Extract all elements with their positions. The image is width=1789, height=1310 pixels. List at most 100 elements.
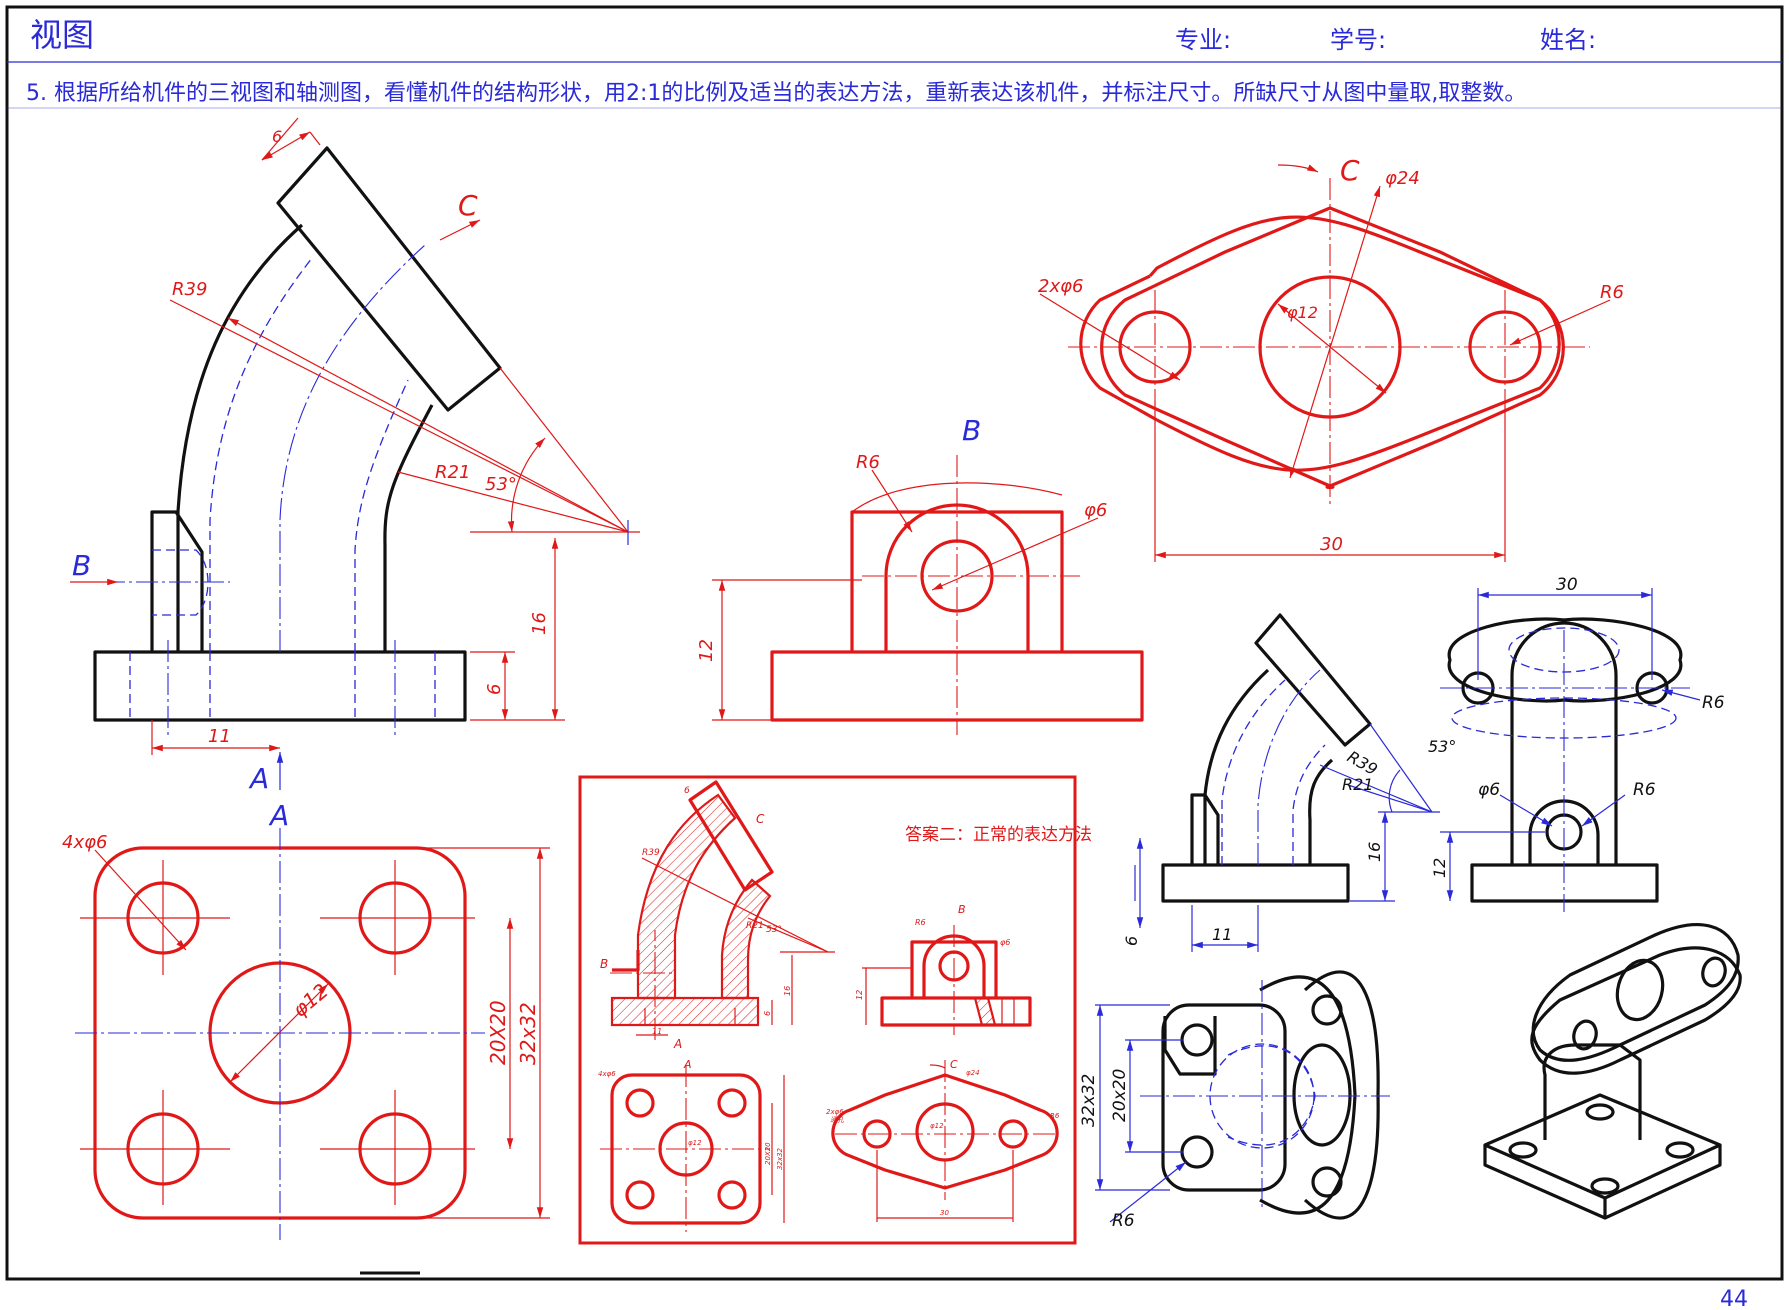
svg-text:B: B xyxy=(958,903,966,916)
svg-text:φ12: φ12 xyxy=(930,1122,944,1130)
svg-text:30: 30 xyxy=(1556,575,1578,595)
major-label: 专业: xyxy=(1175,26,1231,54)
answer-box: 答案二：正常的表达方法 6 C R39 R21 53° B A 11 xyxy=(578,775,1092,1245)
svg-text:6: 6 xyxy=(1122,936,1141,946)
svg-text:φ24: φ24 xyxy=(966,1069,980,1077)
svg-text:6: 6 xyxy=(763,1011,772,1016)
side-boss xyxy=(150,510,204,652)
reference-front-view: 6 11 16 R39 R21 53° xyxy=(1122,613,1456,952)
hidden-side-hole xyxy=(152,549,209,616)
dim-center-dia-label: φ12 xyxy=(1287,303,1318,322)
iso-center-hole xyxy=(1615,958,1665,1022)
svg-text:32x32: 32x32 xyxy=(776,1147,784,1170)
dim-r39-line xyxy=(169,299,629,533)
view-a-label: A xyxy=(248,762,269,795)
pipe-outer-wall xyxy=(176,223,304,652)
iso-flange-top xyxy=(1531,923,1740,1062)
dim-top-thickness xyxy=(261,131,311,161)
svg-text:C: C xyxy=(756,812,765,826)
isometric-view xyxy=(1483,923,1742,1220)
answer-side-view: B R6 φ6 12 xyxy=(855,903,1032,1035)
reference-top-view: 32x32 20x20 R6 xyxy=(1079,970,1390,1231)
base-plate xyxy=(93,650,467,722)
view-c-label: C xyxy=(458,189,478,222)
dim-r6 xyxy=(871,469,913,533)
dim-hole-dia xyxy=(931,517,1099,591)
page-number: 44 xyxy=(1720,1287,1748,1310)
dim-outer-dia-label: φ24 xyxy=(1385,168,1420,189)
svg-text:53°: 53° xyxy=(1428,737,1456,756)
dim-flange-radius-label: R6 xyxy=(1600,282,1624,303)
svg-text:R39: R39 xyxy=(642,848,660,858)
dim-inner-size-label: 20X20 xyxy=(486,1000,510,1065)
svg-text:32x32: 32x32 xyxy=(1079,1074,1099,1127)
top-flange xyxy=(276,146,502,412)
dim-hole-span-label: 30 xyxy=(1320,534,1343,555)
dim-4-holes-label: 4xφ6 xyxy=(62,832,107,853)
dim-outer-size-label: 32x32 xyxy=(516,1002,540,1065)
sheet-frame xyxy=(5,5,1784,1281)
svg-text:R6: R6 xyxy=(915,918,926,927)
svg-text:12: 12 xyxy=(1430,858,1449,878)
answer-frame xyxy=(578,775,1077,1245)
answer-base-view: A 4xφ6 φ12 20X20 32x32 xyxy=(598,1058,785,1232)
dim-r39-label: R39 xyxy=(172,279,207,300)
svg-text:30: 30 xyxy=(940,1209,949,1217)
iso-pipe xyxy=(1542,1043,1642,1140)
svg-text:通孔: 通孔 xyxy=(830,1116,845,1124)
svg-text:R6: R6 xyxy=(1112,1211,1135,1231)
svg-text:A: A xyxy=(673,1037,682,1051)
pipe-centerline xyxy=(279,244,426,652)
side-view-b-title: B xyxy=(962,414,981,447)
svg-text:20X20: 20X20 xyxy=(764,1142,772,1165)
svg-text:B: B xyxy=(600,957,608,971)
dim-angle-label: 53° xyxy=(485,474,517,495)
answer-pipe-right xyxy=(720,878,772,1000)
iso-flange-bottom xyxy=(1530,946,1742,1075)
dim-top-thickness-label: 6 xyxy=(272,127,282,146)
student-id-label: 学号: xyxy=(1330,26,1386,54)
dim-base-thickness-label: 6 xyxy=(484,684,505,695)
dim-outer-dia xyxy=(1289,185,1381,479)
svg-text:R6: R6 xyxy=(1702,693,1725,713)
dim-height-16-label: 16 xyxy=(529,612,550,635)
dim-small-holes-label: 2xφ6 xyxy=(1038,276,1083,297)
name-label: 姓名: xyxy=(1540,26,1596,54)
side-view-b: B R6 φ6 12 xyxy=(696,414,1144,735)
answer-pipe-left xyxy=(636,793,737,1000)
svg-text:A: A xyxy=(683,1058,692,1071)
svg-text:12: 12 xyxy=(855,990,864,1000)
dim-small-holes xyxy=(1039,293,1181,381)
dim-center-dia xyxy=(1277,303,1387,394)
view-c-arrow xyxy=(439,219,481,241)
base-view-a: A 4xφ6 φ12 20X20 32x32 xyxy=(62,799,550,1240)
svg-text:R21: R21 xyxy=(1342,775,1373,794)
answer-title: 答案二：正常的表达方法 xyxy=(905,825,1092,845)
view-b-label: B xyxy=(72,549,91,582)
reference-side-view: 30 R6 φ6 R6 12 xyxy=(1430,575,1725,912)
svg-text:R6: R6 xyxy=(1050,1112,1060,1120)
flange-view-c: C φ24 2xφ6 φ12 R6 30 xyxy=(1038,154,1624,562)
svg-text:R21: R21 xyxy=(746,921,764,931)
dim-height-12-label: 12 xyxy=(696,639,717,662)
svg-text:C: C xyxy=(950,1058,958,1071)
pipe-inner-wall xyxy=(383,404,434,652)
svg-text:φ6: φ6 xyxy=(1478,780,1500,800)
dim-r6-label: R6 xyxy=(856,452,880,473)
hidden-bore-2 xyxy=(354,379,409,652)
svg-text:11: 11 xyxy=(652,1027,662,1036)
svg-text:16: 16 xyxy=(783,986,792,996)
answer-flange-view: C φ24 2xφ6 通孔 φ12 R6 30 xyxy=(826,1058,1060,1222)
svg-text:6: 6 xyxy=(684,786,690,796)
svg-text:53°: 53° xyxy=(766,925,782,935)
svg-text:20x20: 20x20 xyxy=(1110,1069,1130,1122)
svg-text:2xφ6: 2xφ6 xyxy=(826,1108,844,1116)
dim-base-center xyxy=(229,983,329,1083)
svg-text:R6: R6 xyxy=(1633,780,1656,800)
svg-text:φ6: φ6 xyxy=(1000,938,1010,947)
base-view-a-title: A xyxy=(268,799,289,832)
side-upright xyxy=(850,510,1064,652)
svg-text:4xφ6: 4xφ6 xyxy=(598,1070,616,1078)
answer-section-view: 6 C R39 R21 53° B A 11 16 6 xyxy=(600,780,835,1051)
